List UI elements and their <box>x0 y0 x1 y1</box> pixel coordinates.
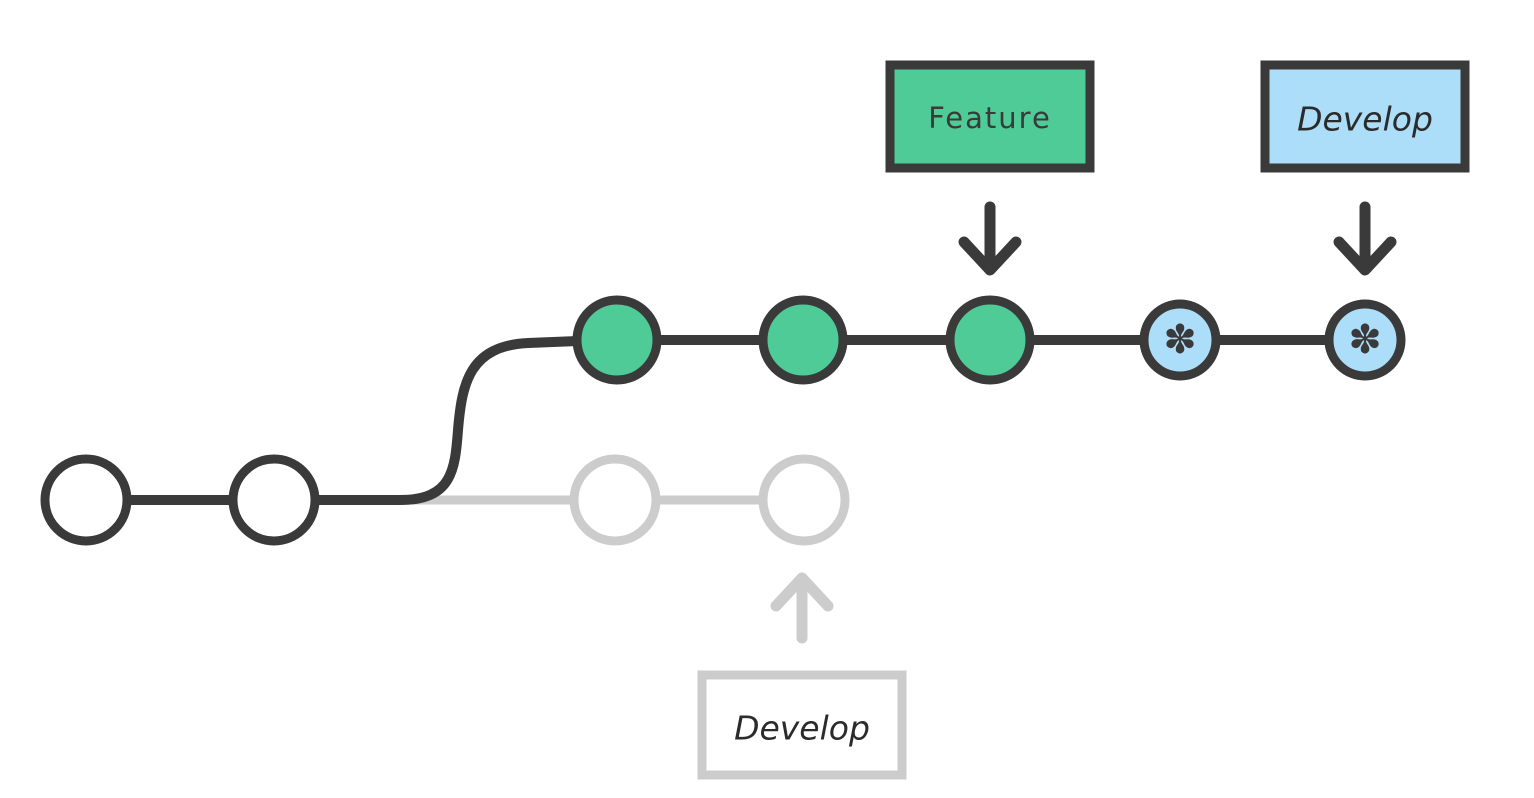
commit-node-2[interactable] <box>228 454 320 546</box>
commit-node-8-circle[interactable] <box>1139 299 1221 381</box>
develop-arrow-down-icon <box>1333 201 1397 276</box>
merge-commit-node-9[interactable]: ✽ <box>1324 299 1406 381</box>
develop-arrow-up-icon <box>770 572 834 644</box>
commit-node-1[interactable] <box>40 454 132 546</box>
develop-label-text-bottom: Develop <box>734 709 870 748</box>
develop-label-rect-top <box>1260 60 1470 173</box>
commit-node-3-faded[interactable] <box>569 454 661 546</box>
commit-node-7[interactable] <box>945 295 1035 385</box>
feature-label-rect <box>885 60 1095 173</box>
asterisk-icon: ✽ <box>1348 317 1382 363</box>
develop-label-box-top[interactable]: Develop <box>1260 60 1470 173</box>
merge-commit-node-8[interactable]: ✽ <box>1139 299 1221 381</box>
commit-node-6[interactable] <box>758 295 848 385</box>
develop-arrow-head <box>1333 236 1397 276</box>
develop-label-text-top: Develop <box>1297 100 1433 139</box>
develop-label-rect-bottom <box>697 670 907 780</box>
asterisk-icon: ✽ <box>1163 317 1197 363</box>
feature-arrow-head <box>958 236 1022 276</box>
feature-label-box[interactable]: Feature <box>885 60 1095 173</box>
develop-label-box-bottom[interactable]: Develop <box>697 670 907 780</box>
feature-arrow-down-icon <box>958 201 1022 276</box>
commit-node-9-circle[interactable] <box>1324 299 1406 381</box>
feature-label-text: Feature <box>928 101 1052 135</box>
commit-node-5[interactable] <box>572 295 662 385</box>
develop-up-arrow-head <box>770 572 834 612</box>
commit-node-4-faded[interactable] <box>758 454 850 546</box>
connector-branch-s-curve <box>307 336 583 505</box>
